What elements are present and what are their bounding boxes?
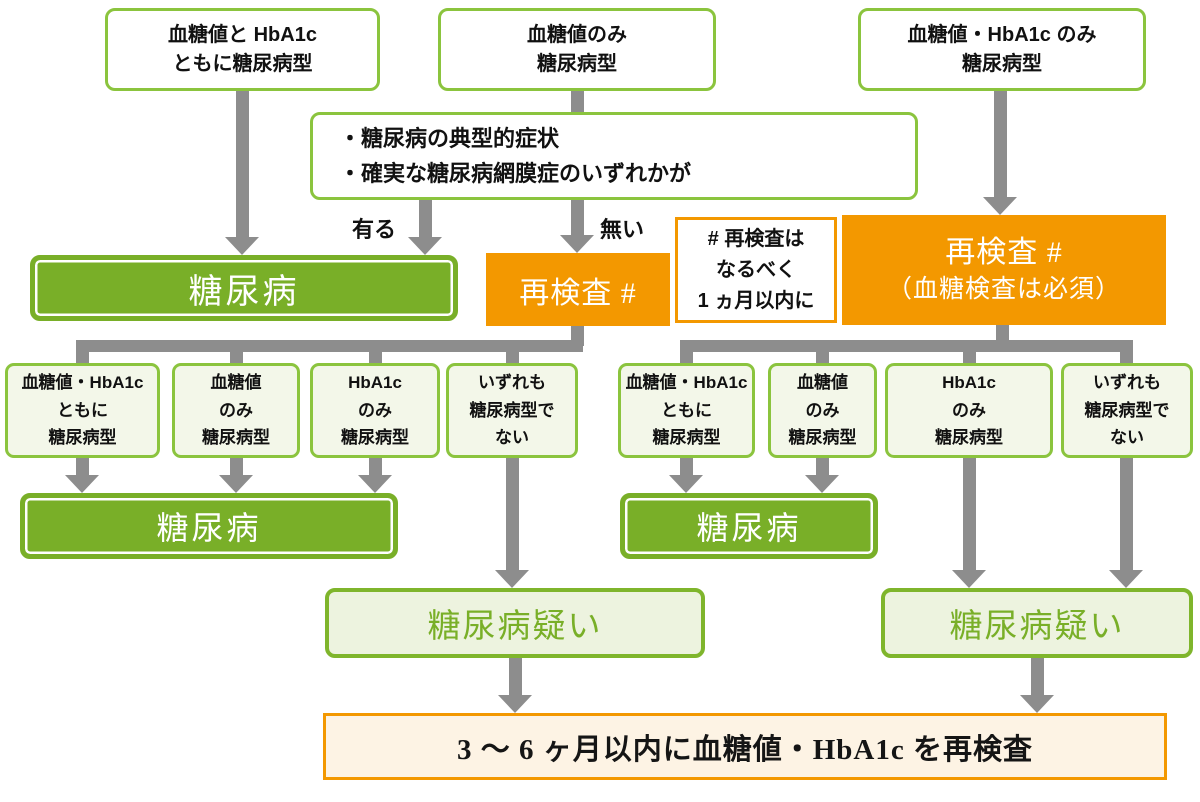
outcome-right-both: 血糖値・HbA1c ともに 糖尿病型 — [618, 363, 755, 458]
arrow-hba1c-to-retest-shaft — [994, 91, 1007, 197]
arrow-ro3-head — [952, 570, 986, 588]
arrow-ro4-head — [1109, 570, 1143, 588]
arrow-lo1-shaft — [76, 458, 89, 475]
arrow-suspectL-head — [498, 695, 532, 713]
result-suspected-right: 糖尿病疑い — [881, 588, 1193, 658]
arrow-ro2-shaft — [816, 458, 829, 475]
arrow-ro3-shaft — [963, 458, 976, 570]
right-tree-stub-1 — [680, 350, 693, 364]
arrow-lo3-shaft — [369, 458, 382, 475]
result-retest-mandatory: 再検査 # （血糖検査は必須） — [842, 215, 1166, 325]
result-suspected-left: 糖尿病疑い — [325, 588, 705, 658]
outcome-right-neither: いずれも 糖尿病型で ない — [1061, 363, 1193, 458]
outcome-right-glucose: 血糖値 のみ 糖尿病型 — [768, 363, 877, 458]
arrow-lo4-head — [495, 570, 529, 588]
arrow-suspectL-shaft — [509, 658, 522, 695]
arrow-lo4-shaft — [506, 458, 519, 570]
left-tree-stub-1 — [76, 350, 89, 364]
left-tree-stub-3 — [369, 350, 382, 364]
left-tree-bar — [76, 340, 583, 352]
arrow-suspectR-head — [1020, 695, 1054, 713]
right-tree-bar — [680, 340, 1133, 352]
outcome-right-hba1c: HbA1c のみ 糖尿病型 — [885, 363, 1053, 458]
arrow-absent-head — [560, 235, 594, 253]
label-present: 有る — [352, 217, 397, 242]
result-retest: 再検査 # — [486, 253, 670, 326]
result-diabetes-left2: 糖尿病 — [20, 493, 398, 559]
right-tree-stub-3 — [963, 350, 976, 364]
result-diabetes-right2: 糖尿病 — [620, 493, 878, 559]
outcome-left-hba1c: HbA1c のみ 糖尿病型 — [310, 363, 440, 458]
label-absent: 無い — [600, 217, 645, 242]
arrow-lo2-head — [219, 475, 253, 493]
top-box-hba1c-only: 血糖値・HbA1c のみ 糖尿病型 — [858, 8, 1146, 91]
outcome-left-glucose: 血糖値 のみ 糖尿病型 — [172, 363, 300, 458]
arrow-absent-shaft — [571, 200, 584, 235]
followup-box: 3 ～ 6 ヶ月以内に血糖値・HbA1c を再検査 — [323, 713, 1167, 780]
retest-note: # 再検査は なるべく 1 ヵ月以内に — [675, 217, 837, 323]
left-tree-stub-2 — [230, 350, 243, 364]
arrow-present-head — [408, 237, 442, 255]
right-tree-stub-2 — [816, 350, 829, 364]
left-tree-stub-4 — [506, 350, 519, 364]
retest-mandatory-line2: （血糖検査は必須） — [886, 276, 1121, 304]
condition-box: ・糖尿病の典型的症状 ・確実な糖尿病網膜症のいずれかが — [310, 112, 918, 200]
arrow-hba1c-to-retest-head — [983, 197, 1017, 215]
right-tree-stub-4 — [1120, 350, 1133, 364]
arrow-ro1-head — [669, 475, 703, 493]
connector-glucose-to-condition — [571, 91, 584, 112]
retest-mandatory-line1: 再検査 # — [945, 235, 1063, 269]
outcome-left-both: 血糖値・HbA1c ともに 糖尿病型 — [5, 363, 160, 458]
result-diabetes: 糖尿病 — [30, 255, 458, 321]
arrow-suspectR-shaft — [1031, 658, 1044, 695]
top-box-both-type: 血糖値と HbA1c ともに糖尿病型 — [105, 8, 380, 91]
arrow-ro4-shaft — [1120, 458, 1133, 570]
top-box-glucose-only: 血糖値のみ 糖尿病型 — [438, 8, 716, 91]
arrow-present-shaft — [419, 200, 432, 237]
arrow-ro1-shaft — [680, 458, 693, 475]
arrow-lo1-head — [65, 475, 99, 493]
outcome-left-neither: いずれも 糖尿病型で ない — [446, 363, 578, 458]
arrow-lo3-head — [358, 475, 392, 493]
arrow-both-to-diabetes-shaft — [236, 91, 249, 237]
arrow-ro2-head — [805, 475, 839, 493]
arrow-both-to-diabetes-head — [225, 237, 259, 255]
arrow-lo2-shaft — [230, 458, 243, 475]
